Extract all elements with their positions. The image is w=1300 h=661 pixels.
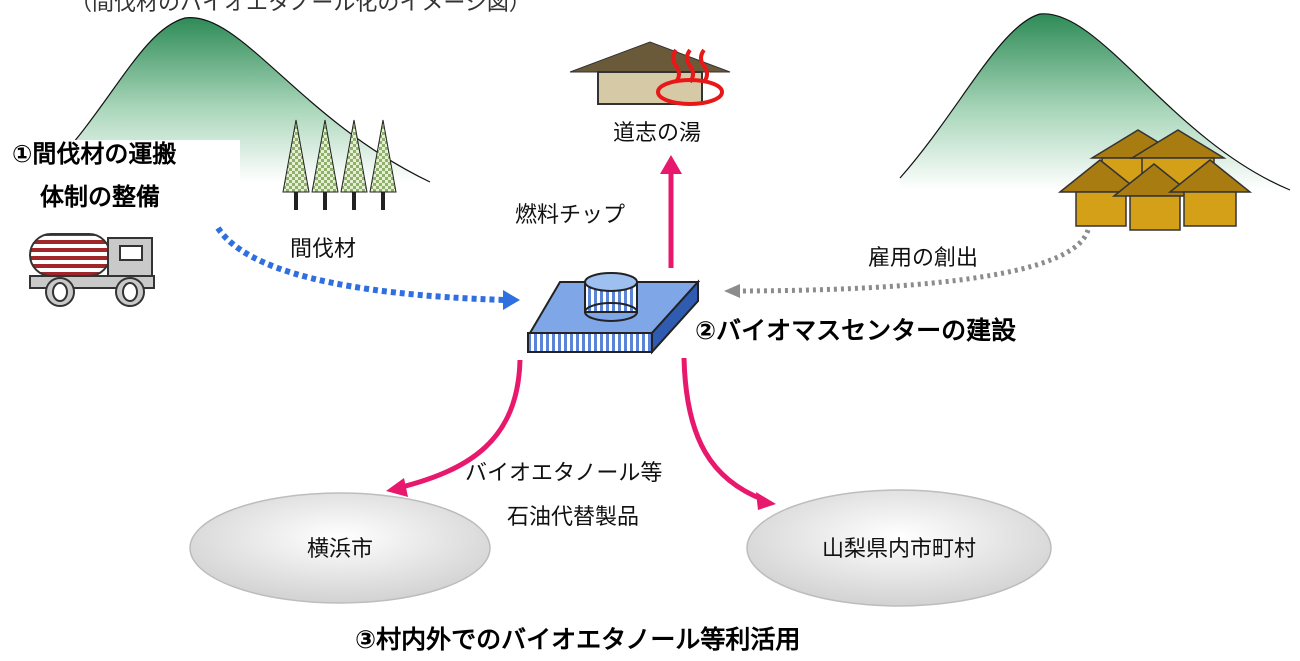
houses-icon — [1057, 129, 1253, 231]
step1-subtitle: 体制の整備 — [40, 183, 160, 211]
destination-yamanashi-label: 山梨県内市町村 — [822, 537, 976, 562]
step3-title: ③村内外でのバイオエタノール等利活用 — [355, 625, 800, 654]
products-label-line1: バイオエタノール等 — [465, 461, 662, 486]
fuel-chip-label: 燃料チップ — [515, 203, 625, 228]
hot-spring-label: 道志の湯 — [613, 121, 701, 146]
destination-yamanashi — [746, 489, 1052, 607]
destination-yokohama-label: 横浜市 — [307, 537, 373, 562]
products-label-line2: 石油代替製品 — [507, 505, 639, 530]
destination-yokohama — [189, 492, 491, 604]
top-caption: （間伐材のバイオエタノール化のイメージ図） — [70, 0, 531, 16]
hot-spring-icon — [569, 41, 731, 106]
distribution-arrow-left — [397, 359, 523, 491]
step1-title: ①間伐材の運搬 — [12, 140, 176, 168]
step2-title: ②バイオマスセンターの建設 — [695, 316, 1017, 345]
distribution-arrow-right — [681, 357, 765, 503]
truck-icon — [29, 233, 155, 307]
employment-label: 雇用の創出 — [868, 246, 978, 271]
thinned-wood-label: 間伐材 — [290, 237, 356, 262]
transport-arrow — [215, 226, 506, 303]
employment-arrow — [737, 229, 1091, 294]
tree-icon — [282, 119, 397, 210]
factory-icon — [527, 272, 701, 355]
fuel-arrow-head — [660, 155, 682, 174]
